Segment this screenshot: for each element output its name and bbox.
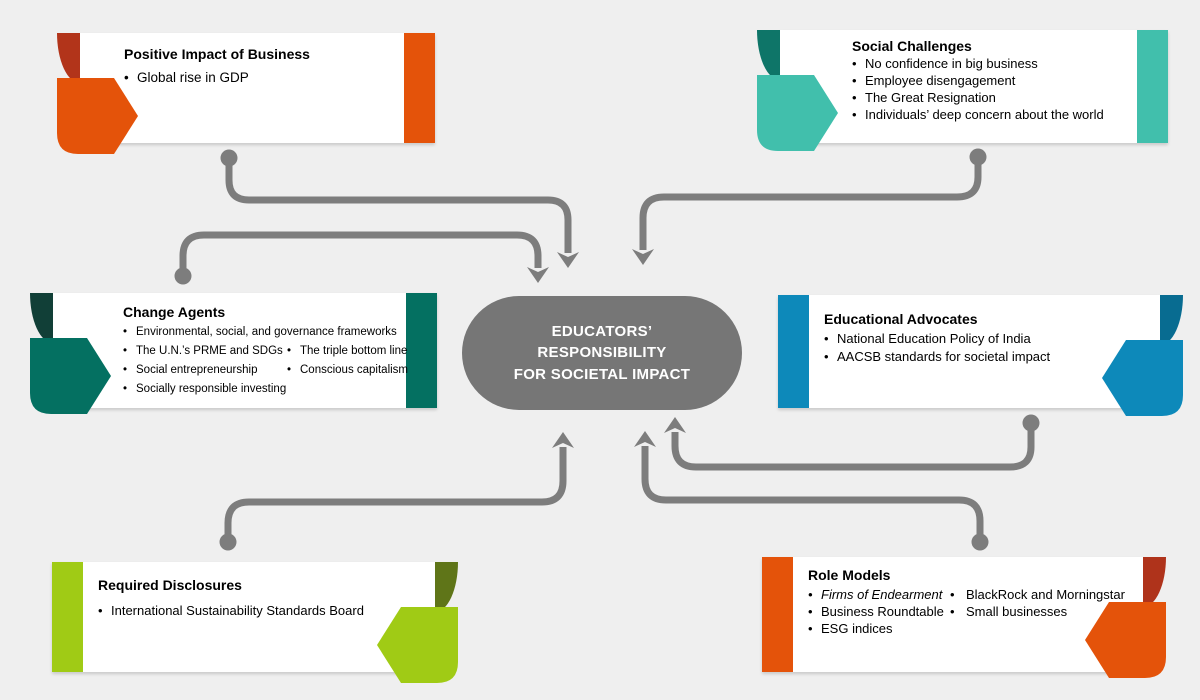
bullet-item: National Education Policy of India [824,330,1150,348]
center-label-line1: EDUCATORS’ [551,322,653,340]
connector-change-agents [179,231,549,283]
accent-bar [52,562,83,672]
connector-educational-advocates [664,417,1035,471]
ribbon-arrow-icon [757,30,838,151]
ribbon-arrow-icon [377,562,458,683]
bullet-item: Socially responsible investing [123,380,287,399]
card-positive-impact: Positive Impact of Business Global rise … [57,33,435,154]
ribbon-arrow-shape [377,607,458,683]
bullet-item: No confidence in big business [852,55,1158,72]
ribbon-arrow-shape [30,338,111,414]
connector-required-disclosures [224,432,574,538]
center-label-line2: RESPONSIBILITY [537,344,667,362]
connector-dot [174,267,192,285]
center-node-label: EDUCATORS’ RESPONSIBILITY FOR SOCIETAL I… [514,321,691,386]
bullet-item: The Great Resignation [852,89,1158,106]
ribbon-fold-curl [1143,557,1166,607]
card-title: Educational Advocates [824,311,978,327]
ribbon-arrow-icon [30,293,111,414]
bullet-item: AACSB standards for societal impact [824,348,1150,366]
bullet-item: The U.N.’s PRME and SDGs [123,342,287,361]
card-title: Positive Impact of Business [124,46,310,62]
ribbon-arrow-shape [757,75,838,151]
card-title: Role Models [808,567,891,583]
connector-dot [219,533,237,551]
bullet-item: Employee disengagement [852,72,1158,89]
card-social-challenges: Social Challenges No confidence in big b… [757,30,1168,151]
ribbon-fold-curl [435,562,458,612]
accent-bar [778,295,809,408]
center-label-line3: FOR SOCIETAL IMPACT [513,365,691,383]
connector-role-models [634,431,984,538]
bullet-item: Small businesses [950,603,1125,620]
bullet-item: The triple bottom line [287,342,408,361]
card-title: Required Disclosures [98,577,242,593]
bullet-item: Business Roundtable [808,603,950,620]
accent-bar [406,293,437,408]
accent-bar [762,557,793,672]
connector-dots [174,148,1040,551]
card-title: Change Agents [123,304,226,320]
card-change-agents: Change Agents Environmental, social, and… [30,293,437,414]
connector-dot [971,533,989,551]
bullet-item: Environmental, social, and governance fr… [123,323,429,342]
bullet-item: ESG indices [808,620,950,637]
bullet-item: Individuals’ deep concern about the worl… [852,106,1158,123]
connector-dot [220,149,238,167]
ribbon-fold-curl [30,293,53,343]
ribbon-arrow-icon [1085,557,1166,678]
ribbon-fold-curl [757,30,780,80]
ribbon-fold-curl [1160,295,1183,345]
bullet-item: Conscious capitalism [287,361,408,380]
bullet-item: Global rise in GDP [124,69,423,87]
ribbon-fold-curl [57,33,80,83]
bullet-item: BlackRock and Morningstar [950,586,1125,603]
bullet-item: International Sustainability Standards B… [98,602,425,619]
ribbon-arrow-shape [1085,602,1166,678]
connector-positive-impact [225,162,579,268]
connector-dot [1022,414,1040,432]
card-role-models: Role Models Firms of Endearment Business… [762,557,1166,678]
card-educational-advocates: Educational Advocates National Education… [778,295,1183,416]
bullet-item: Social entrepreneurship [123,361,287,380]
connector-social-challenges [632,161,982,265]
accent-bar [404,33,435,143]
connector-dot [969,148,987,166]
center-node: EDUCATORS’ RESPONSIBILITY FOR SOCIETAL I… [462,296,742,410]
card-title: Social Challenges [852,38,972,54]
bullet-item: Firms of Endearment [808,586,950,603]
ribbon-arrow-icon [57,33,138,154]
card-required-disclosures: Required Disclosures International Susta… [52,562,458,683]
ribbon-arrow-shape [57,78,138,154]
